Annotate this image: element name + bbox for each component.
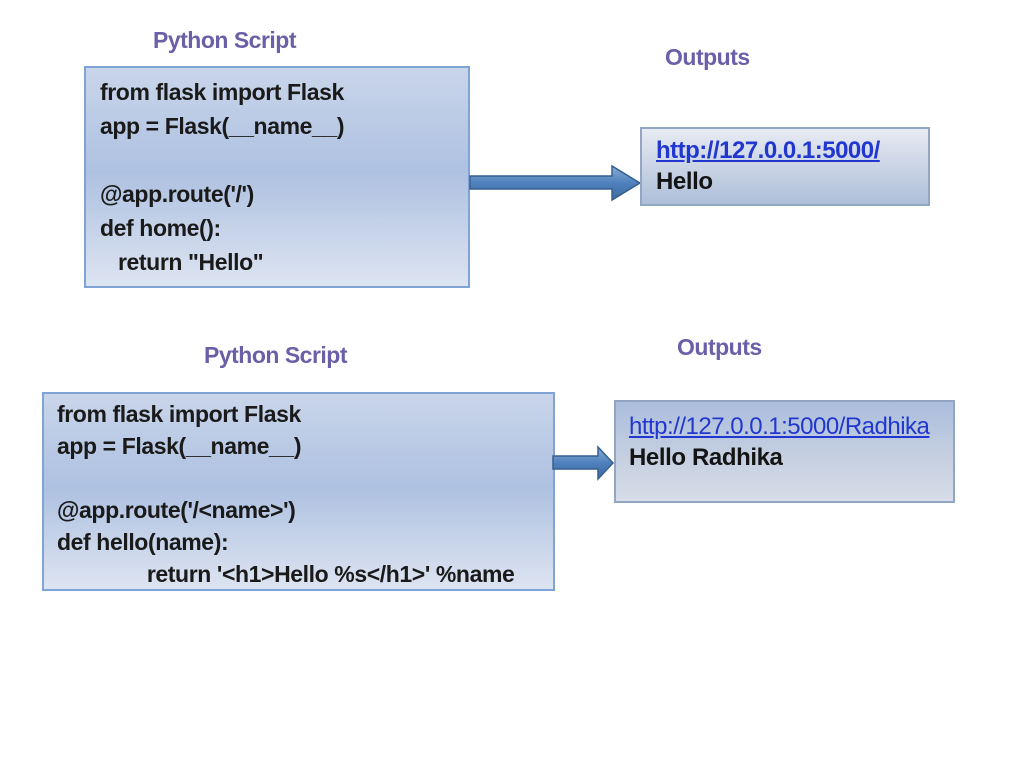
python-script-code-box-2: from flask import Flask app = Flask(__na… xyxy=(42,392,555,591)
output-url-link-2[interactable]: http://127.0.0.1:5000/Radhika xyxy=(629,413,930,440)
code-line: from flask import Flask xyxy=(57,401,301,427)
output-box-2: http://127.0.0.1:5000/Radhika Hello Radh… xyxy=(614,400,955,503)
python-script-title-1: Python Script xyxy=(153,27,297,53)
output-result-text-2: Hello Radhika xyxy=(629,444,783,471)
code-line xyxy=(57,462,540,494)
flow-arrow-1 xyxy=(469,164,642,202)
output-url-link-1[interactable]: http://127.0.0.1:5000/ xyxy=(656,137,880,164)
code-line: @app.route('/') xyxy=(100,181,254,207)
arrow-shape xyxy=(469,164,642,202)
code-line: @app.route('/<name>') xyxy=(57,497,296,523)
code-line: app = Flask(__name__) xyxy=(57,433,302,459)
flow-arrow-2 xyxy=(552,445,615,481)
code-line xyxy=(100,143,454,177)
code-line: def home(): xyxy=(100,215,221,241)
code-line: return '<h1>Hello %s</h1>' %name xyxy=(57,561,515,587)
code-line: app = Flask(__name__) xyxy=(100,113,345,139)
outputs-title-2: Outputs xyxy=(677,334,762,360)
output-result-text-1: Hello xyxy=(656,168,713,195)
code-line: from flask import Flask xyxy=(100,79,344,105)
code-line: def hello(name): xyxy=(57,529,229,555)
python-script-code-box-1: from flask import Flask app = Flask(__na… xyxy=(84,66,470,288)
code-line: return "Hello" xyxy=(100,249,264,275)
python-script-title-2: Python Script xyxy=(204,342,348,368)
output-box-1: http://127.0.0.1:5000/ Hello xyxy=(640,127,930,206)
outputs-title-1: Outputs xyxy=(665,44,750,70)
arrow-shape xyxy=(552,445,615,481)
